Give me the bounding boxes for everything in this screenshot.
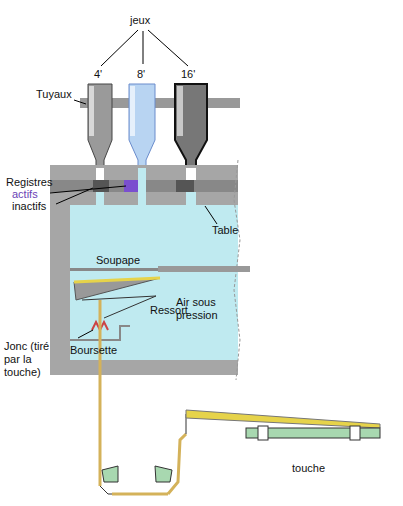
- pipe-footage: 4': [94, 68, 102, 81]
- part-name: Soupape: [96, 254, 140, 267]
- part-name: Table: [212, 224, 238, 237]
- part-name: Jonc (tiré par la touche): [4, 340, 62, 379]
- part-name: actifs: [12, 188, 38, 201]
- group-label: jeux: [130, 14, 150, 27]
- pipe-footage: 16': [181, 68, 195, 81]
- part-name: Boursette: [70, 344, 117, 357]
- part-name: Tuyaux: [36, 88, 72, 101]
- part-name: Registres: [6, 176, 52, 189]
- pipe-footage: 8': [137, 68, 145, 81]
- part-name: inactifs: [12, 200, 46, 213]
- part-name: touche: [292, 462, 325, 475]
- part-name: Air sous pression: [176, 296, 232, 322]
